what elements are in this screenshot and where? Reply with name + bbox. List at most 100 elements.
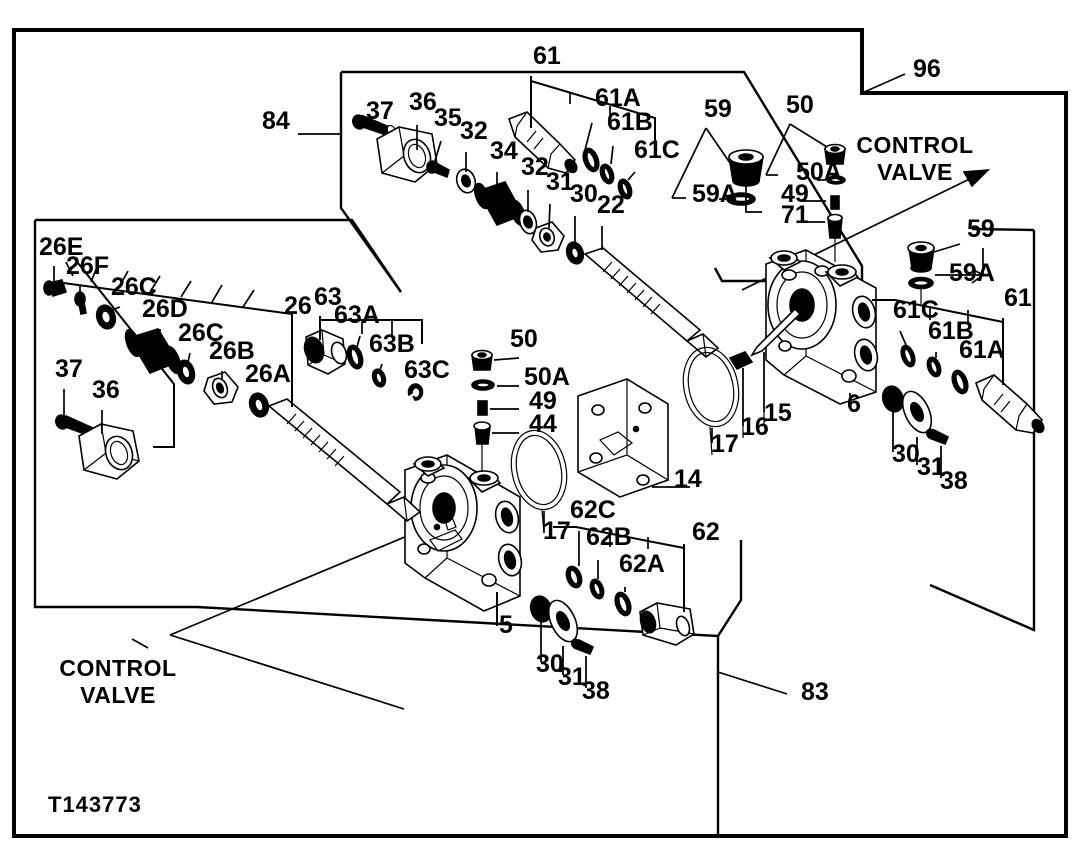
- callout-34: 34: [490, 137, 518, 165]
- bracket-61-right: [872, 299, 1004, 385]
- callout-63b: 63B: [369, 330, 415, 358]
- leader-83: [717, 671, 788, 695]
- leaders-30-31-38-right: [892, 412, 942, 478]
- part-44-bottom: [473, 421, 491, 472]
- callout-17: 17: [543, 517, 571, 545]
- callout-6: 6: [847, 390, 861, 418]
- leaders-50-bottom: [490, 357, 520, 434]
- part-5-valve-body: [404, 454, 523, 626]
- part-30-top: [565, 241, 585, 265]
- callout-26: 26: [284, 292, 312, 320]
- part-50-bottom: [471, 349, 493, 371]
- part-62C: [565, 565, 583, 589]
- part-63B: [371, 368, 387, 388]
- callout-32: 32: [460, 117, 488, 145]
- leaders-59-right: [933, 243, 984, 284]
- callout-38: 38: [582, 677, 610, 705]
- callout-5: 5: [499, 611, 513, 639]
- callout-37: 37: [55, 355, 83, 383]
- callout-63c: 63C: [404, 356, 450, 384]
- control-valve-top-line2: VALVE: [877, 159, 953, 185]
- callout-96: 96: [913, 55, 941, 83]
- callout-44: 44: [529, 410, 557, 438]
- callout-17: 17: [711, 430, 739, 458]
- panel-right-inner: [929, 227, 1036, 632]
- part-62: [639, 602, 695, 646]
- callout-16: 16: [741, 413, 769, 441]
- callout-26e: 26E: [39, 233, 83, 261]
- callout-49: 49: [529, 387, 557, 415]
- part-36-bottom: [78, 423, 140, 480]
- callout-31: 31: [917, 453, 945, 481]
- part-32-top-2: [518, 209, 538, 235]
- callout-15: 15: [764, 399, 792, 427]
- callout-26f: 26F: [66, 252, 109, 280]
- callout-38: 38: [940, 467, 968, 495]
- part-26F: [74, 291, 87, 315]
- part-32-top-1: [455, 168, 477, 194]
- callout-63a: 63A: [334, 301, 380, 329]
- callout-59: 59: [967, 215, 995, 243]
- leaders-17-5-bottom: [496, 511, 545, 626]
- callout-14: 14: [674, 465, 702, 493]
- callout-30: 30: [892, 440, 920, 468]
- part-31-top: [531, 221, 565, 253]
- bracket-63: [319, 316, 423, 390]
- part-17-oring-top: [682, 346, 740, 456]
- control-valve-top-line1: CONTROL: [856, 132, 973, 158]
- callout-35: 35: [434, 104, 462, 132]
- callout-83: 83: [801, 678, 829, 706]
- drawing-outer-frame: [12, 28, 1068, 838]
- part-71-top: [827, 213, 843, 262]
- callout-26c: 26C: [178, 319, 224, 347]
- control-valve-bottom-line1: CONTROL: [59, 655, 176, 681]
- part-50-top: [824, 143, 846, 165]
- callout-49: 49: [781, 180, 809, 208]
- part-63: [303, 329, 348, 375]
- part-14-cover: [577, 378, 690, 498]
- drawing-number: T143773: [48, 792, 142, 817]
- part-61A-right: [951, 369, 969, 395]
- callout-61: 61: [533, 42, 561, 70]
- panel-assembly-83: [33, 218, 743, 836]
- part-61C-right: [900, 344, 916, 368]
- part-49-bottom: [477, 400, 488, 416]
- callout-61a: 61A: [959, 336, 1005, 364]
- callout-59a: 59A: [949, 259, 995, 287]
- callout-50: 50: [786, 91, 814, 119]
- part-17-oring-bottom: [510, 429, 568, 534]
- bracket-62: [553, 526, 685, 612]
- callout-61c: 61C: [893, 296, 939, 324]
- callout-50a: 50A: [524, 363, 570, 391]
- part-22-top: [583, 247, 720, 359]
- callout-50a: 50A: [796, 158, 842, 186]
- leaders-17-16-15: [711, 352, 765, 443]
- leaders-top-84: [361, 114, 603, 250]
- callout-62: 62: [692, 518, 720, 546]
- part-26B: [203, 371, 239, 405]
- part-35-top: [426, 160, 450, 179]
- callout-31: 31: [558, 663, 586, 691]
- callout-31: 31: [546, 168, 574, 196]
- part-61-right: [974, 374, 1045, 434]
- callout-62a: 62A: [619, 550, 665, 578]
- leaders-59-top: [671, 127, 762, 213]
- part-26E: [43, 279, 68, 297]
- part-59A-right: [908, 276, 934, 290]
- callout-37: 37: [366, 97, 394, 125]
- leader-96: [861, 73, 906, 94]
- callout-30: 30: [536, 650, 564, 678]
- callout-26d: 26D: [142, 295, 188, 323]
- callout-62b: 62B: [586, 523, 632, 551]
- callout-50: 50: [510, 325, 538, 353]
- part-62A: [614, 591, 632, 617]
- part-63C: [407, 383, 424, 401]
- part-26C-2: [176, 359, 196, 385]
- callout-36: 36: [92, 376, 120, 404]
- part-59A-top: [726, 192, 756, 206]
- part-26D: [124, 328, 182, 375]
- part-61C-top: [617, 178, 633, 200]
- part-26A: [248, 392, 270, 418]
- leaders-37-36-bottom: [63, 257, 175, 448]
